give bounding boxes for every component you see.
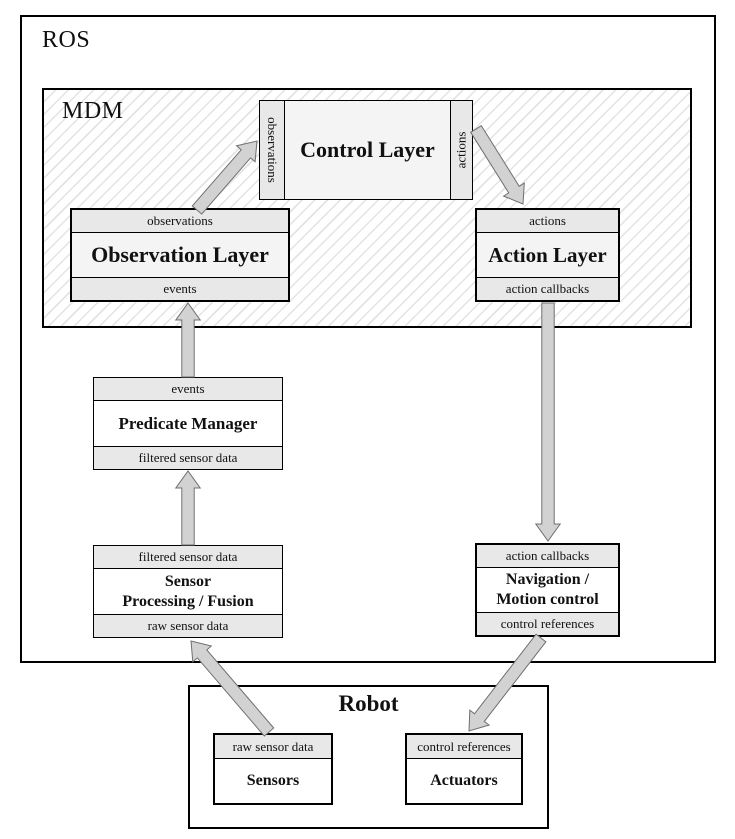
action-layer-footer: action callbacks xyxy=(477,277,618,300)
mdm-label: MDM xyxy=(62,98,124,124)
control-layer-actions-label: actions xyxy=(453,131,469,169)
action-layer-box: actions Action Layer action callbacks xyxy=(475,208,620,302)
control-layer-title: Control Layer xyxy=(300,137,435,162)
control-layer-actions-strip: actions xyxy=(450,101,472,199)
navigation-header: action callbacks xyxy=(477,545,618,568)
observation-layer-title: Observation Layer xyxy=(72,233,288,277)
control-layer-observations-strip: observations xyxy=(260,101,285,199)
sensors-title: Sensors xyxy=(246,772,300,789)
sensor-processing-footer: raw sensor data xyxy=(94,614,282,637)
ros-label: ROS xyxy=(42,27,91,53)
predicate-manager-title: Predicate Manager xyxy=(118,413,258,433)
observation-layer-footer: events xyxy=(72,277,288,300)
sensors-box: raw sensor data Sensors xyxy=(213,733,333,805)
navigation-footer: control references xyxy=(477,612,618,635)
control-layer-observations-label: observations xyxy=(265,117,280,183)
navigation-motion-control-box: action callbacks Navigation / Motion con… xyxy=(475,543,620,637)
actuators-box: control references Actuators xyxy=(405,733,523,805)
predicate-manager-box: events Predicate Manager filtered sensor… xyxy=(93,377,283,470)
actuators-header: control references xyxy=(407,735,521,759)
navigation-title: Navigation / Motion control xyxy=(496,571,599,608)
action-layer-title: Action Layer xyxy=(477,233,618,277)
sensor-processing-box: filtered sensor data Sensor Processing /… xyxy=(93,545,283,638)
sensor-processing-header: filtered sensor data xyxy=(94,546,282,569)
control-layer-box: observations Control Layer actions xyxy=(259,100,473,200)
actuators-title: Actuators xyxy=(430,772,498,789)
sensor-processing-title: Sensor Processing / Fusion xyxy=(122,572,254,610)
predicate-manager-header: events xyxy=(94,378,282,401)
observation-layer-box: observations Observation Layer events xyxy=(70,208,290,302)
action-layer-header: actions xyxy=(477,210,618,233)
robot-label: Robot xyxy=(338,691,399,716)
predicate-manager-footer: filtered sensor data xyxy=(94,446,282,469)
observation-layer-header: observations xyxy=(72,210,288,233)
sensors-header: raw sensor data xyxy=(215,735,331,759)
